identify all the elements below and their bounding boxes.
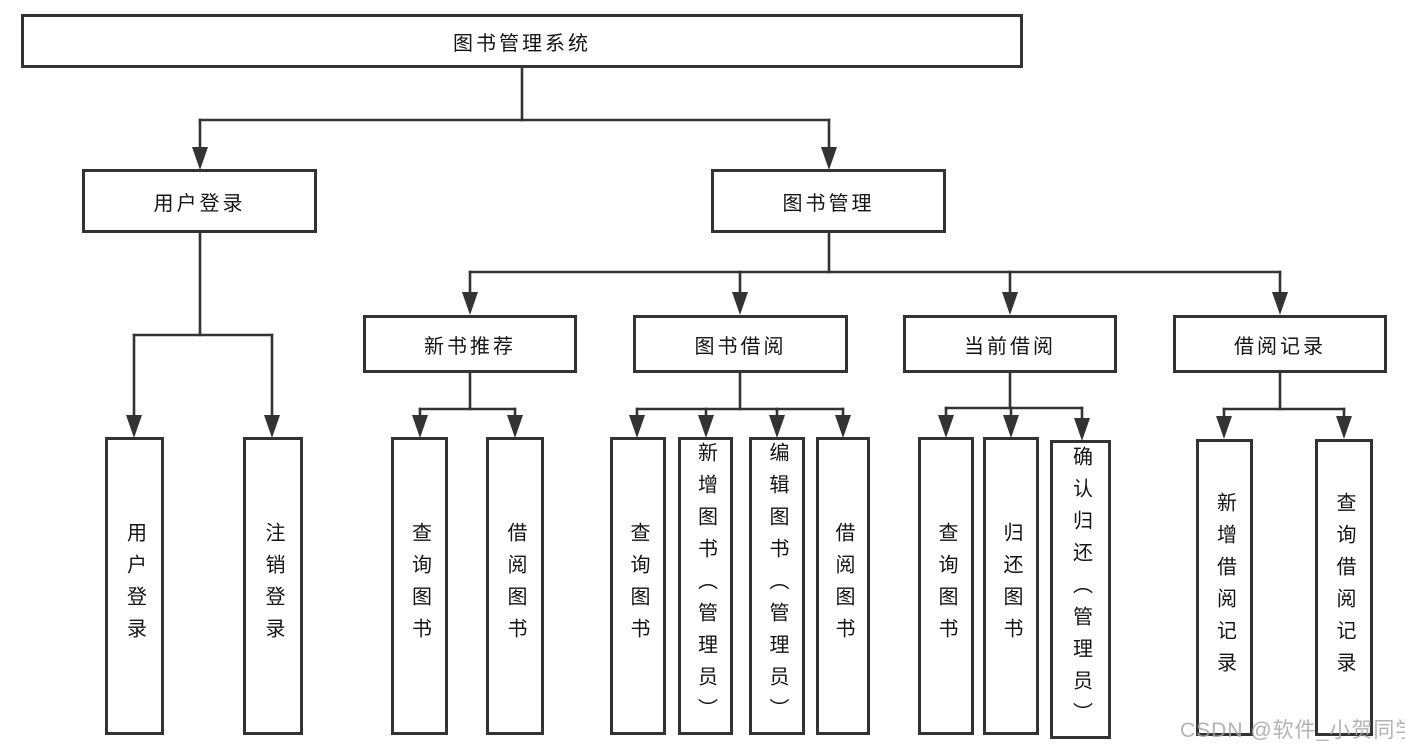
leaf-br-add-record: 新增借阅记录 bbox=[1196, 439, 1253, 736]
arrowhead bbox=[1074, 418, 1090, 441]
arrowhead bbox=[192, 147, 208, 170]
node-label: 图书管理系统 bbox=[453, 32, 591, 55]
node-label: 当前借阅 bbox=[964, 335, 1056, 358]
node-label: 新书推荐 bbox=[424, 335, 516, 358]
arrowhead bbox=[821, 147, 837, 170]
arrowhead bbox=[835, 415, 851, 438]
node-label: 编辑图书（管理员） bbox=[766, 442, 788, 730]
node-current-borrowing: 当前借阅 bbox=[903, 315, 1117, 373]
node-label: 图书管理 bbox=[782, 192, 875, 215]
connector-book-borrowing-branch bbox=[629, 371, 851, 438]
leaf-nbr-borrow-book: 借阅图书 bbox=[486, 437, 544, 735]
node-label: 图书借阅 bbox=[694, 335, 787, 358]
node-label: 查询图书 bbox=[408, 522, 431, 650]
node-book-management: 图书管理 bbox=[711, 169, 946, 233]
arrowhead bbox=[126, 415, 142, 438]
node-label: 查询图书 bbox=[935, 522, 957, 650]
arrowhead bbox=[1336, 416, 1352, 439]
node-book-borrowing: 图书借阅 bbox=[633, 315, 848, 373]
node-new-book-recommend: 新书推荐 bbox=[363, 315, 577, 373]
leaf-bb-borrow-book: 借阅图书 bbox=[816, 437, 870, 735]
leaf-bb-query-book: 查询图书 bbox=[610, 437, 666, 735]
leaf-cb-confirm-return-admin: 确认归还（管理员） bbox=[1050, 440, 1111, 739]
node-label: 归还图书 bbox=[1000, 522, 1022, 650]
arrowhead bbox=[1002, 292, 1018, 315]
node-user-login: 用户登录 bbox=[82, 169, 317, 233]
arrowhead bbox=[1003, 415, 1019, 438]
arrowhead bbox=[1216, 416, 1232, 439]
leaf-logout: 注销登录 bbox=[243, 437, 303, 735]
arrowhead bbox=[1272, 292, 1288, 315]
arrowhead bbox=[507, 415, 523, 438]
leaf-bb-edit-book-admin: 编辑图书（管理员） bbox=[749, 437, 805, 735]
leaf-user-login: 用户登录 bbox=[105, 437, 164, 735]
node-label: 新增图书（管理员） bbox=[694, 442, 717, 730]
arrowhead bbox=[769, 415, 785, 438]
arrowhead bbox=[629, 415, 645, 438]
node-label: 新增借阅记录 bbox=[1213, 491, 1236, 684]
arrowhead bbox=[698, 415, 714, 438]
connector-borrowing-records-branch bbox=[1216, 371, 1352, 439]
node-label: 查询图书 bbox=[627, 522, 649, 650]
node-label: 借阅记录 bbox=[1234, 335, 1326, 358]
arrowhead bbox=[412, 415, 428, 438]
arrowhead bbox=[462, 292, 478, 315]
arrowhead bbox=[938, 415, 954, 438]
arrowhead bbox=[732, 292, 748, 315]
node-borrowing-records: 借阅记录 bbox=[1173, 315, 1387, 373]
connector-current-borrowing-branch bbox=[938, 371, 1090, 441]
node-label: 借阅图书 bbox=[832, 522, 854, 650]
connector-user-login-branch bbox=[126, 230, 280, 438]
leaf-cb-return-book: 归还图书 bbox=[983, 437, 1039, 735]
node-label: 确认归还（管理员） bbox=[1069, 445, 1092, 734]
leaf-cb-query-book: 查询图书 bbox=[918, 437, 974, 735]
leaf-nbr-query-book: 查询图书 bbox=[391, 437, 448, 735]
node-label: 查询借阅记录 bbox=[1333, 491, 1355, 684]
node-label: 借阅图书 bbox=[504, 522, 526, 650]
connector-new-book-recommend-branch bbox=[412, 371, 523, 438]
node-label: 用户登录 bbox=[123, 522, 146, 650]
node-label: 用户登录 bbox=[153, 192, 246, 215]
leaf-bb-add-book-admin: 新增图书（管理员） bbox=[678, 437, 733, 735]
node-label: 注销登录 bbox=[262, 522, 284, 650]
csdn-watermark: CSDN @软件_小贺同学 bbox=[1180, 719, 1405, 742]
leaf-br-query-record: 查询借阅记录 bbox=[1315, 439, 1373, 736]
node-library-management-system: 图书管理系统 bbox=[21, 14, 1023, 68]
arrowhead bbox=[264, 415, 280, 438]
connector-book-management-branch bbox=[462, 230, 1288, 315]
connector-root-to-level2 bbox=[192, 65, 837, 170]
